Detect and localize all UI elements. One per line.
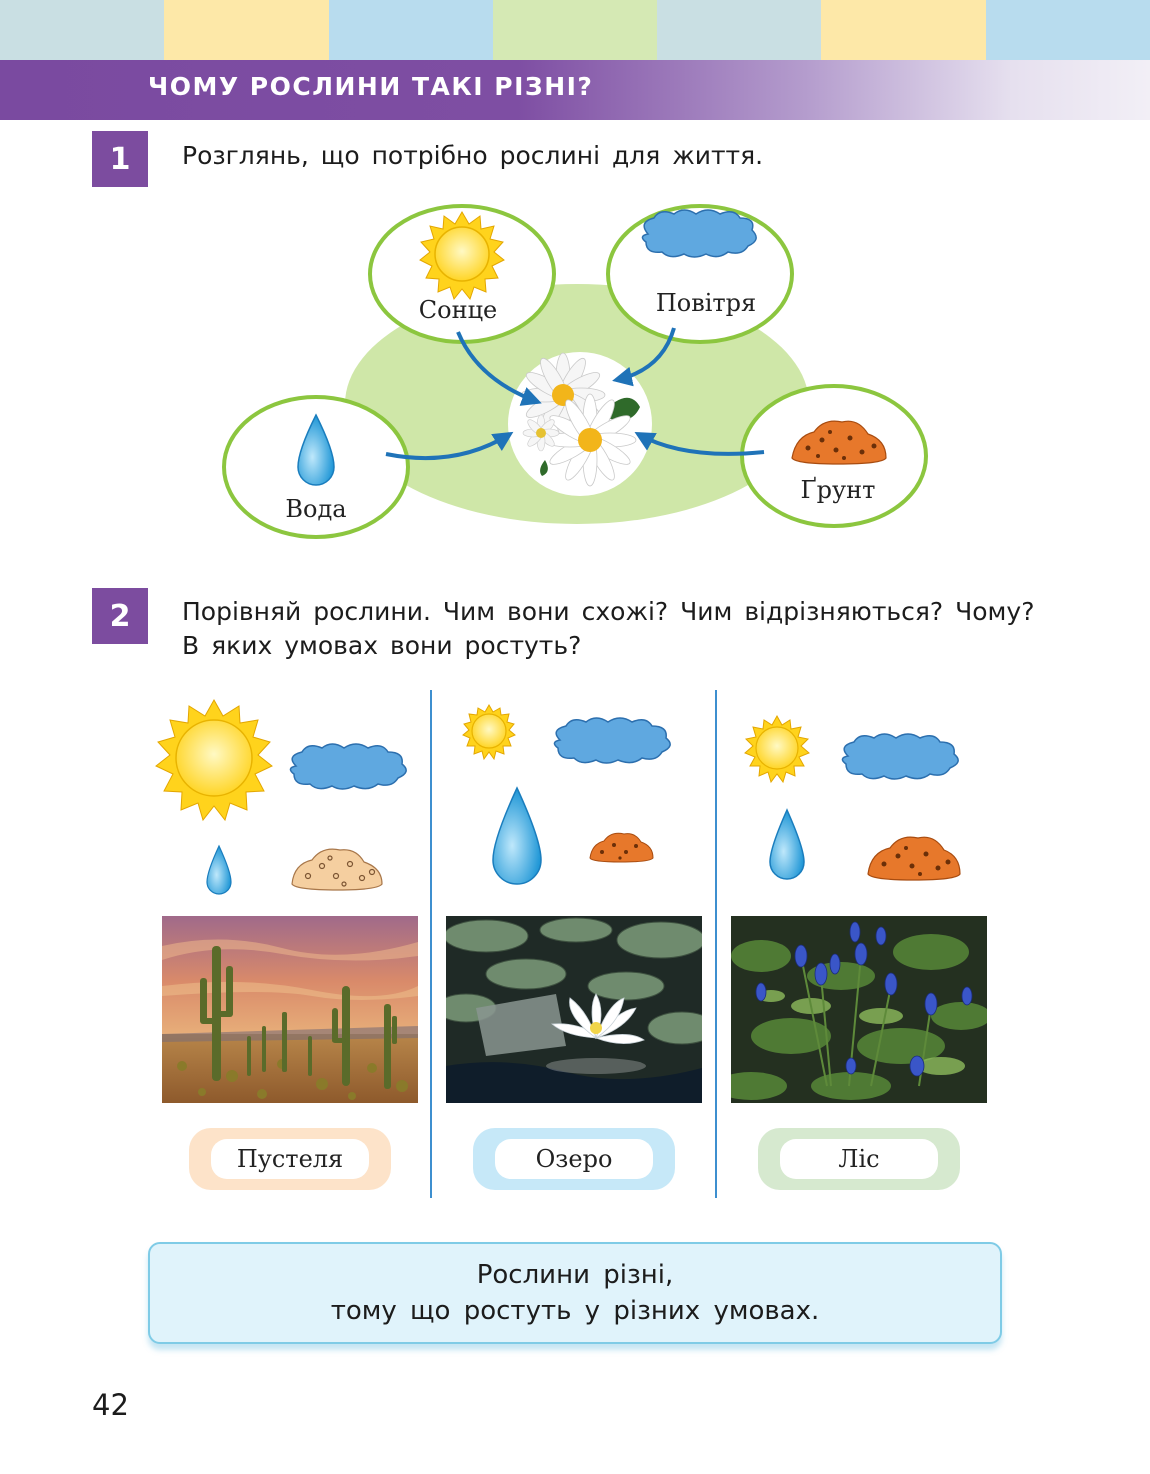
- soil-bubble: Ґрунт: [740, 384, 928, 528]
- title-bar: [0, 60, 1150, 120]
- lake-drop-icon: [492, 786, 542, 885]
- habitat-label-forest: Ліс: [758, 1128, 960, 1190]
- desert-cloud-icon: [289, 743, 407, 790]
- conclusion-box: Рослини різні, тому що ростуть у різних …: [148, 1242, 1002, 1344]
- desert-drop-icon: [206, 844, 232, 895]
- habitat-label-desert: Пустеля: [189, 1128, 391, 1190]
- lake-soil-icon: [589, 832, 654, 863]
- arrow-sun: [456, 331, 542, 406]
- forest-sun-icon: [744, 714, 810, 784]
- habitat-label-text: Озеро: [495, 1139, 653, 1179]
- air-bubble: Повітря: [606, 204, 794, 344]
- soil-label: Ґрунт: [801, 476, 876, 504]
- stripe: [985, 0, 1150, 60]
- forest-photo: [731, 916, 987, 1103]
- stripe: [0, 0, 165, 60]
- plant-needs-diagram: Сонце Повітря Вода Ґрунт: [222, 204, 928, 539]
- sun-icon: [419, 211, 505, 301]
- header-color-stripes: [0, 0, 1150, 60]
- sun-bubble: Сонце: [368, 204, 556, 344]
- water-bubble: Вода: [222, 395, 410, 539]
- cloud-icon: [641, 209, 757, 258]
- habitat-label-text: Пустеля: [211, 1139, 369, 1179]
- stripe: [657, 0, 822, 60]
- column-divider: [715, 690, 717, 1198]
- page-title: ЧОМУ РОСЛИНИ ТАКІ РІЗНІ?: [148, 72, 594, 101]
- arrow-water: [385, 431, 514, 460]
- conclusion-line-2: тому що ростуть у різних умовах.: [330, 1296, 820, 1326]
- stripe: [821, 0, 986, 60]
- chamomile-icon: [508, 352, 652, 496]
- forest-cloud-icon: [841, 733, 959, 780]
- task-2-line-2: В яких умовах вони ростуть?: [182, 631, 582, 660]
- lake-cloud-icon: [553, 717, 671, 764]
- desert-sand-icon: [291, 848, 383, 891]
- forest-soil-icon: [867, 836, 961, 881]
- arrow-soil: [634, 432, 765, 456]
- lake-photo: [446, 916, 702, 1103]
- habitat-label-text: Ліс: [780, 1139, 938, 1179]
- air-label: Повітря: [656, 289, 756, 317]
- conclusion-line-1: Рослини різні,: [476, 1260, 674, 1290]
- stripe: [164, 0, 329, 60]
- column-divider: [430, 690, 432, 1198]
- forest-drop-icon: [769, 808, 805, 880]
- arrow-air: [612, 327, 676, 387]
- stripe: [328, 0, 493, 60]
- soil-icon: [791, 420, 887, 465]
- desert-sun-icon: [155, 698, 273, 822]
- task-2-line-1: Порівняй рослини. Чим вони схожі? Чим ві…: [182, 597, 1035, 626]
- stripe: [492, 0, 658, 60]
- sun-label: Сонце: [419, 296, 497, 324]
- condition-icons: [155, 698, 961, 895]
- page-number: 42: [92, 1388, 129, 1422]
- water-drop-icon: [297, 413, 335, 486]
- habitat-label-lake: Озеро: [473, 1128, 675, 1190]
- task-1-text: Розглянь, що потрібно рослині для життя.: [182, 141, 764, 170]
- lake-sun-icon: [462, 703, 516, 761]
- task-number-badge: 1: [92, 131, 148, 187]
- water-label: Вода: [285, 495, 346, 523]
- desert-photo: [162, 916, 418, 1103]
- task-number-badge: 2: [92, 588, 148, 644]
